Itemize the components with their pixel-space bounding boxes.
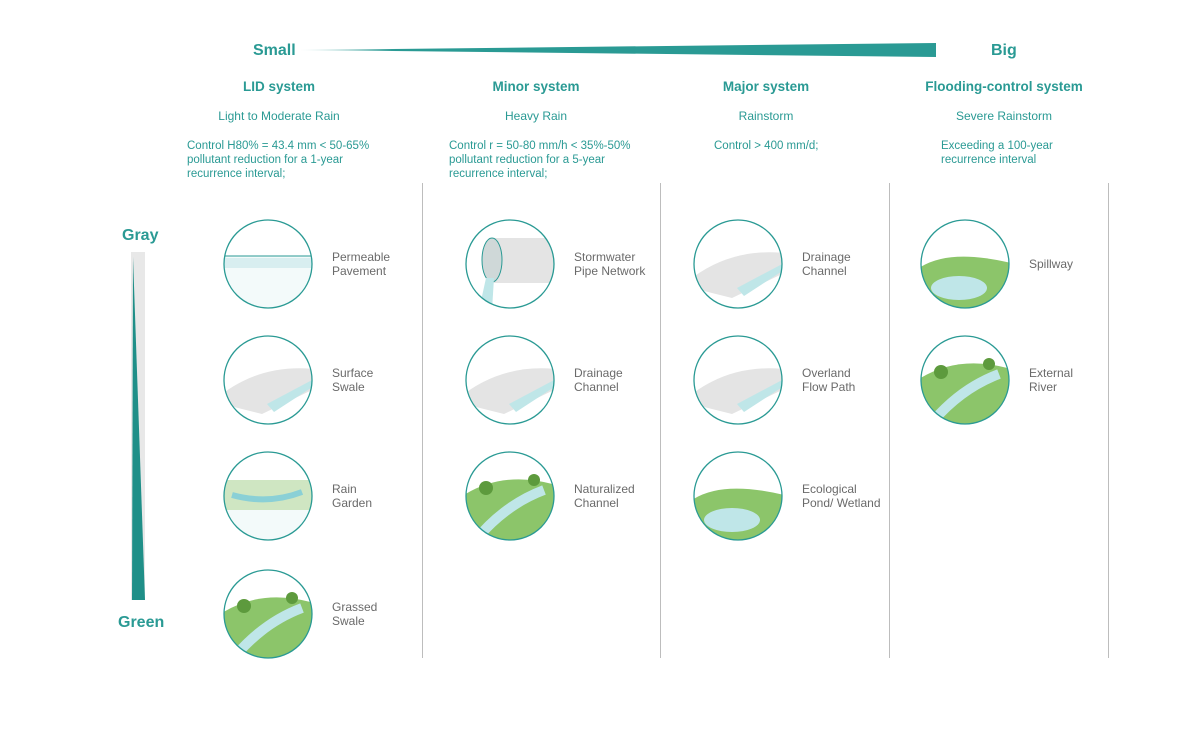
pavement-illustration-icon	[223, 219, 313, 309]
green-illustration-icon	[920, 335, 1010, 425]
facility-item: Drainage Channel	[692, 218, 932, 310]
column-title: Flooding-control system	[925, 79, 1083, 94]
control-criteria: Control > 400 mm/d;	[714, 140, 819, 152]
facility-item: Permeable Pavement	[222, 218, 462, 310]
pipe-illustration-icon	[465, 219, 555, 309]
green-illustration-icon	[465, 451, 555, 541]
facility-item: Rain Garden	[222, 450, 462, 542]
facility-item: Surface Swale	[222, 334, 462, 426]
scale-wedge-vertical	[131, 252, 145, 600]
scale-green-label: Green	[118, 614, 165, 631]
column-divider	[1108, 183, 1109, 658]
facility-label: Spillway	[1029, 257, 1074, 271]
control-criteria: Control r = 50-80 mm/h < 35%-50% polluta…	[449, 140, 631, 180]
facility-label: Rain Garden	[332, 482, 373, 510]
facility-label: Stormwater Pipe Network	[574, 250, 646, 278]
facility-label: Drainage Channel	[574, 366, 623, 394]
facility-label: Surface Swale	[332, 366, 374, 394]
facility-label: Drainage Channel	[802, 250, 851, 278]
facility-item: External River	[919, 334, 1159, 426]
scale-small-label: Small	[253, 42, 296, 59]
facility-item: Ecological Pond/ Wetland	[692, 450, 932, 542]
facility-item: Overland Flow Path	[692, 334, 932, 426]
rain-level: Light to Moderate Rain	[218, 109, 340, 123]
facility-label: Permeable Pavement	[332, 250, 391, 278]
facility-label: Naturalized Channel	[574, 482, 635, 510]
green-illustration-icon	[223, 569, 313, 659]
rain-level: Heavy Rain	[504, 109, 568, 123]
facility-label: Ecological Pond/ Wetland	[802, 482, 881, 510]
facility-item: Naturalized Channel	[464, 450, 704, 542]
rain-level: Severe Rainstorm	[955, 109, 1053, 123]
channel-illustration-icon	[693, 219, 783, 309]
column-title: LID system	[242, 79, 316, 94]
facility-item: Stormwater Pipe Network	[464, 218, 704, 310]
facility-item: Grassed Swale	[222, 568, 462, 660]
column-title: Minor system	[492, 79, 580, 94]
pond-illustration-icon	[693, 451, 783, 541]
column-divider	[422, 183, 423, 658]
facility-label: Grassed Swale	[332, 600, 378, 628]
scale-gray-label: Gray	[122, 227, 159, 244]
control-criteria: Exceeding a 100-year recurrence interval	[941, 140, 1053, 166]
facility-item: Drainage Channel	[464, 334, 704, 426]
channel-illustration-icon	[693, 335, 783, 425]
swale-illustration-icon	[223, 335, 313, 425]
facility-label: Overland Flow Path	[802, 366, 856, 394]
scale-wedge-horizontal	[300, 43, 936, 57]
column-divider	[889, 183, 890, 658]
column-title: Major system	[722, 79, 810, 94]
scale-big-label: Big	[991, 42, 1017, 59]
rain-level: Rainstorm	[738, 109, 794, 123]
control-criteria: Control H80% = 43.4 mm < 50-65% pollutan…	[187, 140, 370, 180]
garden-illustration-icon	[223, 451, 313, 541]
pond-illustration-icon	[920, 219, 1010, 309]
channel-illustration-icon	[465, 335, 555, 425]
facility-label: External River	[1029, 366, 1074, 394]
facility-item: Spillway	[919, 218, 1159, 310]
column-divider	[660, 183, 661, 658]
